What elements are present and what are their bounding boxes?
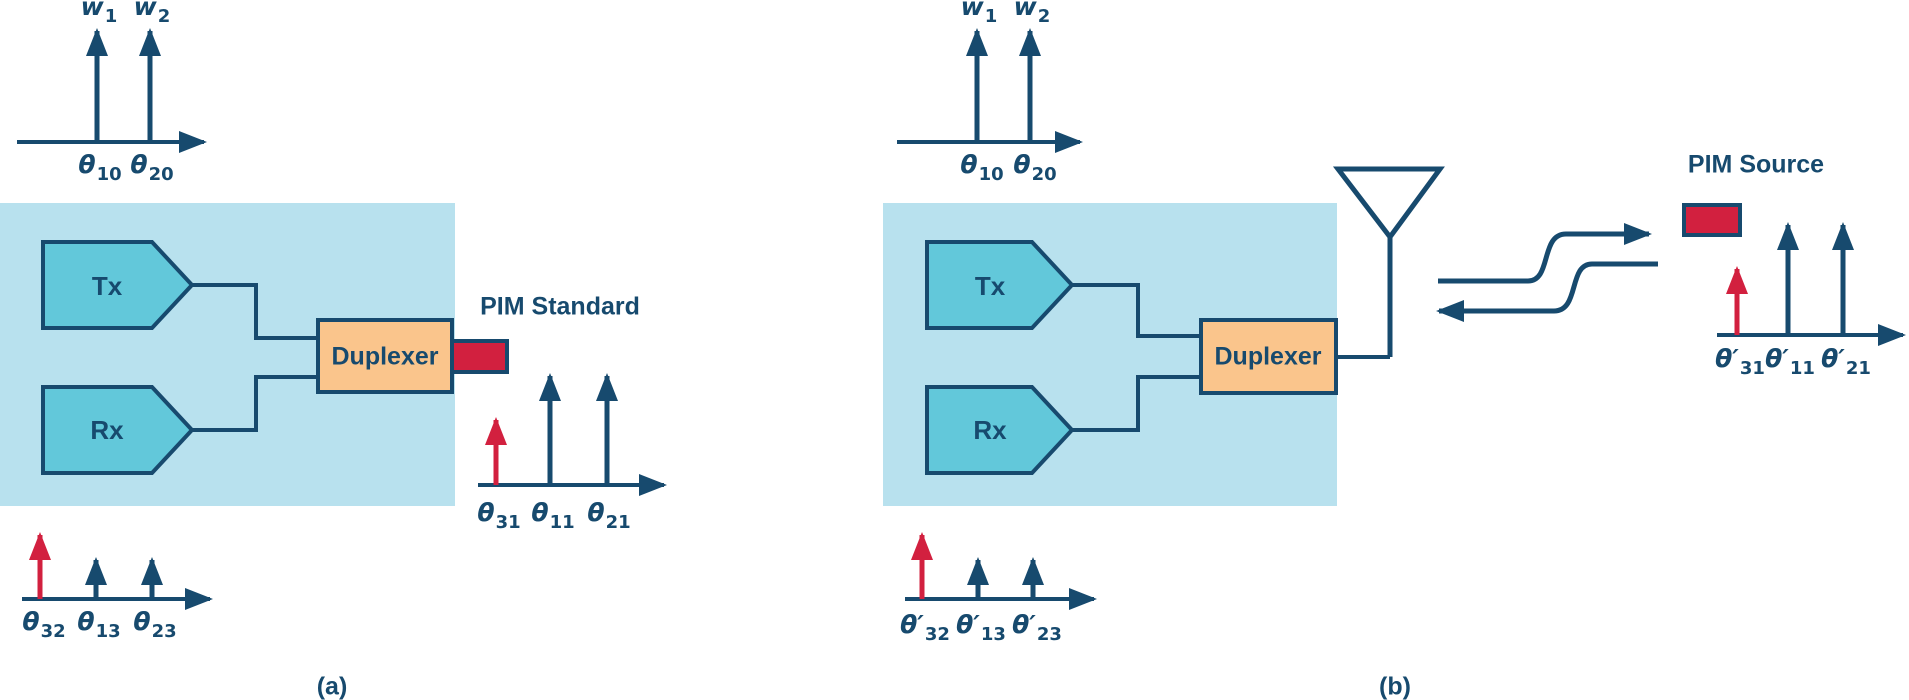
pim-source-rect <box>1682 203 1742 237</box>
pim-source-label: PIM Source <box>1687 150 1825 179</box>
pim-standard-rect <box>450 339 509 374</box>
duplexer-label-b: Duplexer <box>1214 342 1322 371</box>
tick-label-theta11p-b: θ′11 <box>1765 344 1815 379</box>
forward-signal-arrow <box>1438 223 1652 284</box>
panel-a-input-spectrum <box>17 28 207 153</box>
tick-label-theta13-a: θ13 <box>77 607 121 642</box>
tx-block-shape-a <box>41 240 195 330</box>
tx-block-label-a: Tx <box>91 271 123 301</box>
panel-a-rx-spectrum <box>22 532 213 610</box>
tick-label-theta10-a: θ10 <box>78 150 122 185</box>
panel-a <box>0 28 667 610</box>
peak-label-w1-a: w1 <box>80 0 118 27</box>
duplexer-label-a: Duplexer <box>331 342 439 371</box>
tick-label-theta21-a: θ21 <box>587 498 631 533</box>
tick-label-theta11-a: θ11 <box>531 498 575 533</box>
tick-label-theta31p-b: θ′31 <box>1715 344 1765 379</box>
tick-label-theta23-a: θ23 <box>133 607 177 642</box>
panel-b-input-spectrum <box>897 28 1083 153</box>
tick-label-theta20-a: θ20 <box>130 150 174 185</box>
reflected-signal-arrow <box>1436 261 1658 322</box>
pim-standard-label: PIM Standard <box>480 292 640 321</box>
tick-label-theta20-b: θ20 <box>1013 150 1057 185</box>
duplexer-box-a <box>316 318 454 394</box>
tick-label-theta21p-b: θ′21 <box>1821 344 1871 379</box>
panel-a-output-spectrum <box>478 373 667 496</box>
panel-b <box>883 28 1906 610</box>
tick-label-theta13p-b: θ′13 <box>956 610 1006 645</box>
peak-label-w2-a: w2 <box>133 0 171 27</box>
antenna <box>1332 166 1445 359</box>
peak-label-w2-b: w2 <box>1013 0 1051 27</box>
tick-label-theta23p-b: θ′23 <box>1012 610 1062 645</box>
tick-label-theta31-a: θ31 <box>477 498 521 533</box>
panel-b-rx-spectrum <box>905 532 1097 610</box>
rx-duplexer-connector-b <box>1072 375 1201 432</box>
tick-label-theta32p-b: θ′32 <box>900 610 950 645</box>
tx-block-label-b: Tx <box>974 271 1006 301</box>
panel-b-output-spectrum <box>1717 222 1906 346</box>
rx-block-shape-a <box>41 385 195 475</box>
tick-label-theta32-a: θ32 <box>22 607 66 642</box>
tx-block-shape-b <box>925 240 1075 330</box>
tx-duplexer-connector-a <box>192 283 318 340</box>
panel-a-caption: (a) <box>316 672 348 700</box>
panel-b-caption: (b) <box>1379 672 1411 700</box>
rx-block-label-b: Rx <box>973 415 1007 445</box>
antenna-triangle <box>1332 166 1445 242</box>
rx-block-label-a: Rx <box>90 415 124 445</box>
air-interface-arrows <box>1436 223 1658 322</box>
tick-label-theta10-b: θ10 <box>960 150 1004 185</box>
tx-duplexer-connector-b <box>1072 283 1201 338</box>
peak-label-w1-b: w1 <box>960 0 998 27</box>
rx-duplexer-connector-a <box>192 375 318 432</box>
rx-block-shape-b <box>925 385 1075 475</box>
